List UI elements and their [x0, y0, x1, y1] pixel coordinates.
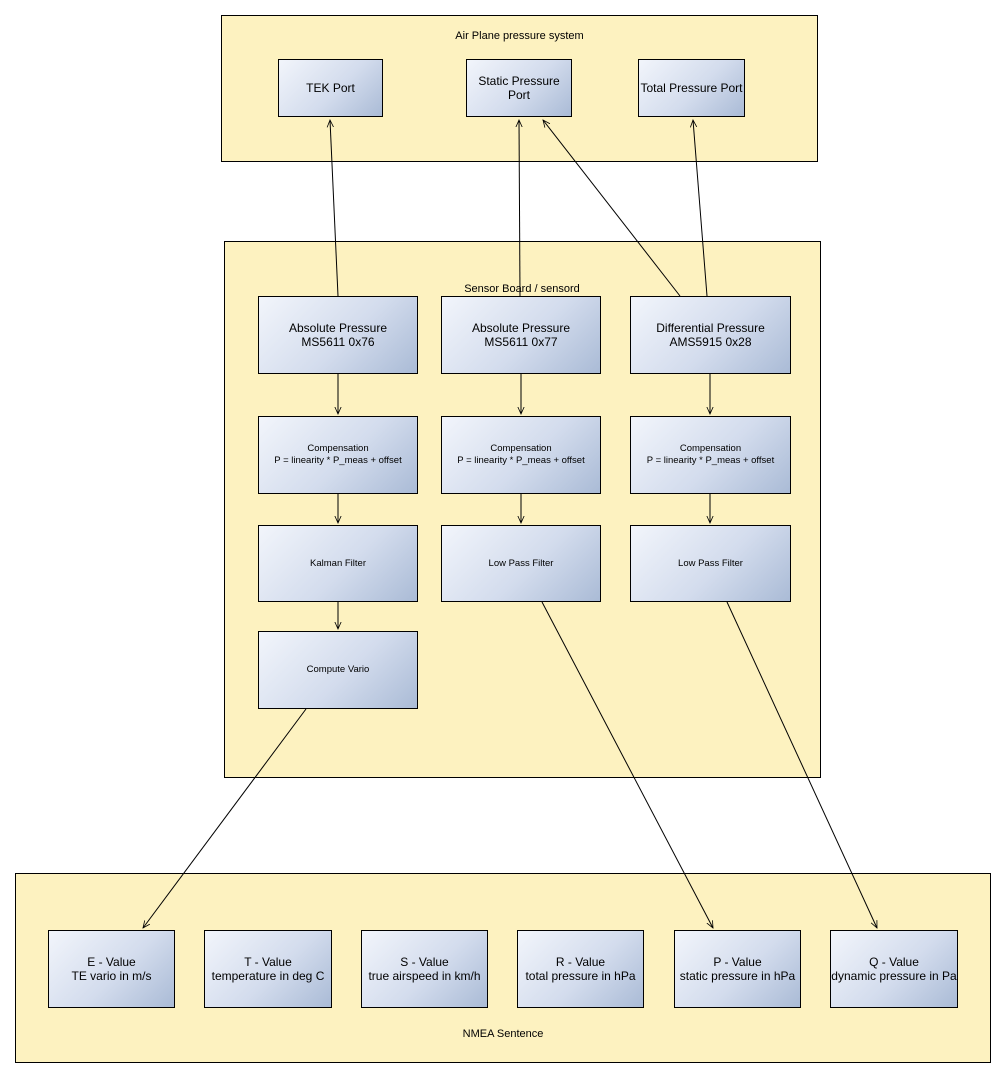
p-value-box[interactable]: P - Value static pressure in hPa	[674, 930, 801, 1008]
edge-diff-to-static	[543, 120, 681, 297]
absolute-pressure-sensor-0x76[interactable]: Absolute Pressure MS5611 0x76	[258, 296, 418, 374]
compensation-label-2: Compensation P = linearity * P_meas + of…	[457, 443, 585, 466]
s-value-label: S - Value true airspeed in km/h	[368, 955, 481, 983]
e-value-box[interactable]: E - Value TE vario in m/s	[48, 930, 175, 1008]
nmea-sentence-group	[15, 873, 991, 1063]
p-value-label: P - Value static pressure in hPa	[679, 955, 796, 983]
r-value-box[interactable]: R - Value total pressure in hPa	[517, 930, 644, 1008]
compensation-box-3[interactable]: Compensation P = linearity * P_meas + of…	[630, 416, 791, 494]
low-pass-filter-box-1[interactable]: Low Pass Filter	[441, 525, 601, 602]
total-pressure-port-label: Total Pressure Port	[640, 81, 743, 95]
compute-vario-label: Compute Vario	[306, 664, 370, 675]
r-value-label: R - Value total pressure in hPa	[525, 955, 636, 983]
compensation-label-1: Compensation P = linearity * P_meas + of…	[274, 443, 402, 466]
kalman-filter-box[interactable]: Kalman Filter	[258, 525, 418, 602]
q-value-box[interactable]: Q - Value dynamic pressure in Pa	[830, 930, 958, 1008]
sensor-board-label: Sensor Board / sensord	[464, 283, 580, 295]
edge-sensor76-to-tek	[330, 120, 339, 297]
compensation-label-3: Compensation P = linearity * P_meas + of…	[646, 443, 775, 466]
tek-port-label: TEK Port	[306, 81, 355, 95]
airplane-pressure-system-label: Air Plane pressure system	[455, 30, 584, 42]
e-value-label: E - Value TE vario in m/s	[71, 955, 152, 983]
low-pass-filter-box-2[interactable]: Low Pass Filter	[630, 525, 791, 602]
t-value-box[interactable]: T - Value temperature in deg C	[204, 930, 332, 1008]
t-value-label: T - Value temperature in deg C	[211, 955, 325, 983]
compensation-box-2[interactable]: Compensation P = linearity * P_meas + of…	[441, 416, 601, 494]
tek-port[interactable]: TEK Port	[278, 59, 383, 117]
static-pressure-port-label: Static Pressure Port	[478, 74, 560, 102]
absolute-pressure-sensor-0x77[interactable]: Absolute Pressure MS5611 0x77	[441, 296, 601, 374]
compute-vario-box[interactable]: Compute Vario	[258, 631, 418, 709]
sensor-0x77-label: Absolute Pressure MS5611 0x77	[471, 321, 571, 349]
compensation-box-1[interactable]: Compensation P = linearity * P_meas + of…	[258, 416, 418, 494]
low-pass-filter-label-2: Low Pass Filter	[678, 557, 743, 569]
s-value-box[interactable]: S - Value true airspeed in km/h	[361, 930, 488, 1008]
kalman-filter-label: Kalman Filter	[310, 557, 366, 569]
total-pressure-port[interactable]: Total Pressure Port	[638, 59, 745, 117]
sensor-0x28-label: Differential Pressure AMS5915 0x28	[656, 321, 765, 349]
edge-lowpass-to-p	[541, 601, 713, 928]
nmea-sentence-label: NMEA Sentence	[462, 1028, 544, 1040]
low-pass-filter-label-1: Low Pass Filter	[488, 557, 554, 569]
differential-pressure-sensor[interactable]: Differential Pressure AMS5915 0x28	[630, 296, 791, 374]
edge-sensor77-to-static	[519, 120, 520, 297]
static-pressure-port[interactable]: Static Pressure Port	[466, 59, 572, 117]
sensor-0x76-label: Absolute Pressure MS5611 0x76	[288, 321, 388, 349]
q-value-label: Q - Value dynamic pressure in Pa	[831, 955, 957, 983]
edge-diff-to-total	[693, 120, 708, 297]
edge-vario-to-e	[143, 708, 307, 928]
edge-lowpass-to-q	[726, 601, 878, 928]
